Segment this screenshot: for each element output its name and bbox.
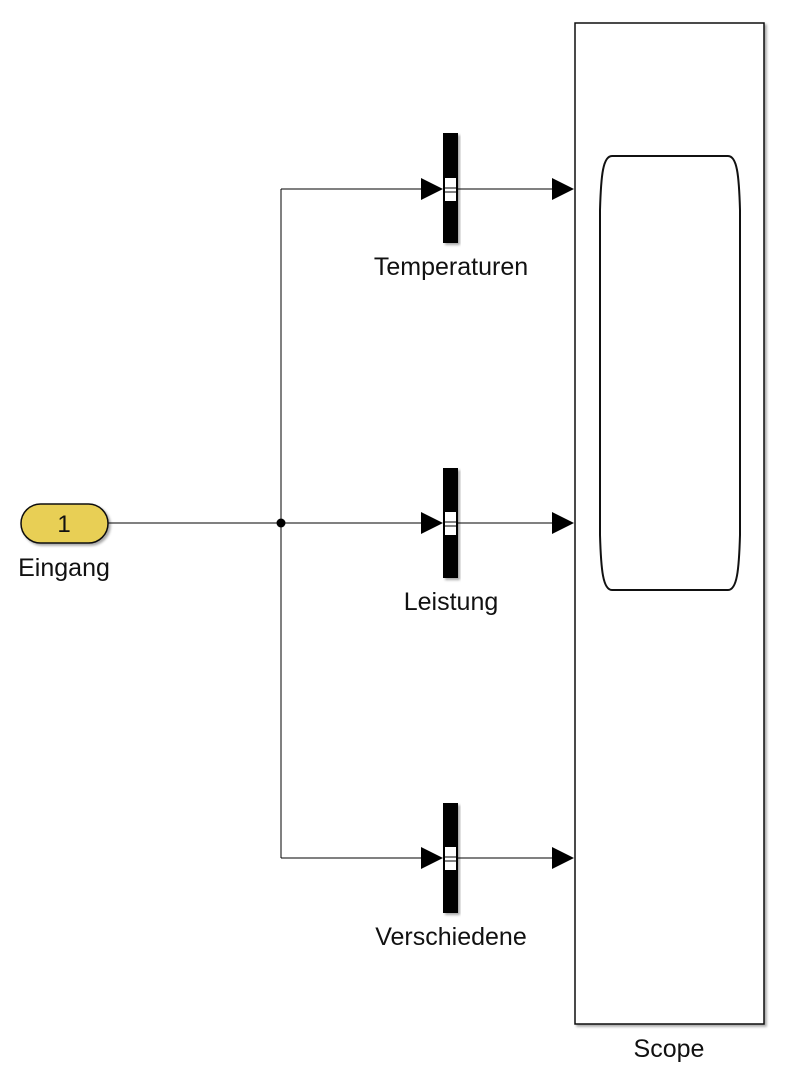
arrowhead-icon — [552, 512, 574, 534]
arrowhead-icon — [552, 847, 574, 869]
selector-block-temperaturen[interactable]: Temperaturen — [374, 133, 528, 281]
selector-port-window — [445, 847, 456, 870]
selector-label: Temperaturen — [374, 253, 528, 281]
arrowhead-icon — [552, 178, 574, 200]
inport-number: 1 — [57, 511, 70, 538]
selector-port-window — [445, 512, 456, 535]
selector-port-window — [445, 178, 456, 201]
selector-block-leistung[interactable]: Leistung — [404, 468, 499, 616]
arrowhead-icon — [421, 178, 443, 200]
inport-block[interactable]: 1 Eingang — [18, 503, 110, 582]
selector-label: Leistung — [404, 588, 499, 616]
scope-block[interactable]: Scope — [574, 22, 765, 1063]
arrowhead-icon — [421, 512, 443, 534]
signal-lines — [108, 178, 574, 869]
inport-label: Eingang — [18, 554, 110, 582]
selector-label: Verschiedene — [375, 923, 527, 951]
inport-shape[interactable] — [20, 503, 109, 544]
branch-point — [276, 518, 286, 528]
selector-block-verschiedene[interactable]: Verschiedene — [375, 803, 527, 951]
scope-screen-icon — [599, 155, 741, 591]
scope-label: Scope — [634, 1035, 705, 1063]
arrowhead-icon — [421, 847, 443, 869]
